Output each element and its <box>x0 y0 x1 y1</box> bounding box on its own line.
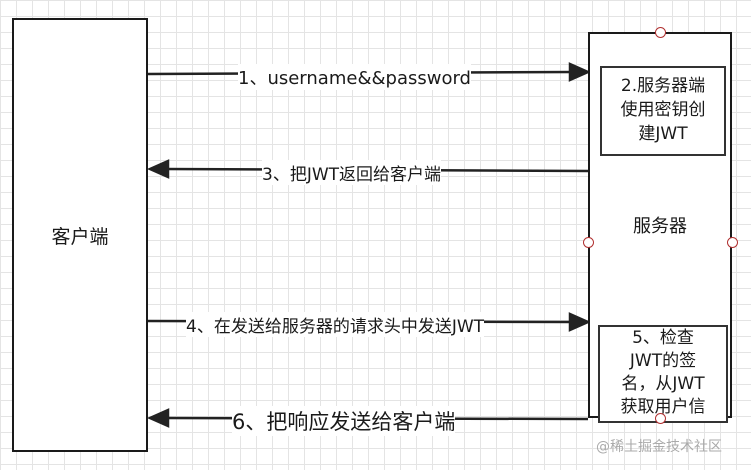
step2-line: 建JWT <box>638 124 688 144</box>
step5-line: 5、检查 <box>632 328 694 348</box>
step5-line: 名，从JWT <box>621 374 705 394</box>
connection-handle <box>655 27 666 38</box>
step4-label: 4、在发送给服务器的请求头中发送JWT <box>186 312 485 337</box>
client-label: 客户端 <box>51 225 109 248</box>
step2-box: 2.服务器端 使用密钥创 建JWT <box>600 66 726 156</box>
step5-box: 5、检查 JWT的签 名，从JWT 获取用户信 息 <box>598 325 728 423</box>
connection-handle <box>655 413 666 424</box>
arrow-step1-head <box>568 62 592 82</box>
step6-label: 6、把响应发送给客户端 <box>232 406 456 436</box>
connection-handle <box>583 237 594 248</box>
step3-label: 3、把JWT返回给客户端 <box>262 160 442 185</box>
step5-line: 获取用户信 <box>620 397 706 417</box>
step1-label: 1、username&&password <box>238 64 471 90</box>
connection-handle <box>727 237 738 248</box>
arrow-step3-head <box>146 159 170 179</box>
step2-line: 2.服务器端 <box>620 76 706 96</box>
step2-line: 使用密钥创 <box>620 100 706 120</box>
watermark: @稀土掘金技术社区 <box>596 439 722 455</box>
server-label: 服务器 <box>633 216 687 237</box>
arrow-step4-head <box>568 312 592 332</box>
client-box: 客户端 <box>12 18 148 452</box>
arrow-step6-head <box>146 408 170 428</box>
step5-line: JWT的签 <box>629 351 697 371</box>
